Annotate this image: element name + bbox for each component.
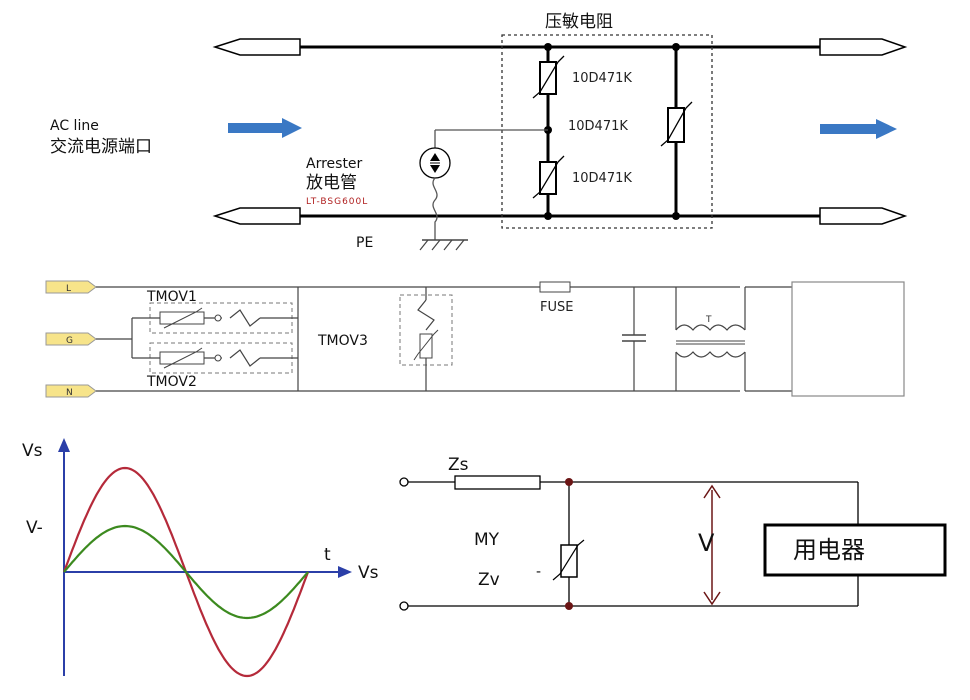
- vs-arrow-label: Vs: [358, 563, 379, 583]
- mov-mid-label: 10D471K: [568, 119, 628, 134]
- node-bottom: [565, 602, 573, 610]
- terminal-l-label: L: [66, 284, 71, 294]
- load-block: [791, 281, 905, 397]
- left-top-terminal: [212, 38, 301, 56]
- vs-axis-arrow-icon: [58, 438, 70, 452]
- mov-top-label: 10D471K: [572, 71, 632, 86]
- terminal-n-label: N: [66, 388, 73, 398]
- t-axis-label: t: [324, 545, 331, 565]
- panel-waveform: Vs V- t Vs: [22, 438, 379, 678]
- terminal-g: [45, 332, 97, 346]
- pe-label: PE: [356, 235, 373, 251]
- ac-line-label: AC line: [50, 118, 99, 134]
- v-label: V: [698, 529, 715, 557]
- zs-label: Zs: [448, 455, 469, 475]
- mov-bottom-label: 10D471K: [572, 171, 632, 186]
- choke-lower-coil: [675, 351, 746, 358]
- fuse: [539, 281, 571, 293]
- my-label: MY: [474, 530, 500, 550]
- load-device: [763, 523, 947, 577]
- transformer-label: T: [705, 315, 712, 325]
- panel-varistor-arrester: 压敏电阻 10D471K 10D471K 10D471K Arrester 放电…: [50, 12, 908, 251]
- v-minus-label: V-: [26, 518, 43, 538]
- arrester-cn-label: 放电管: [306, 173, 357, 193]
- ac-port-label: 交流电源端口: [50, 137, 152, 157]
- vs-axis-label: Vs: [22, 441, 43, 461]
- right-bottom-terminal: [819, 207, 908, 225]
- left-bottom-terminal: [212, 207, 301, 225]
- input-terminal-top: [399, 477, 409, 487]
- panel-equivalent-circuit: Zs MY Zv - V 用电器: [399, 455, 947, 611]
- source-impedance-zs: [454, 475, 541, 490]
- node-top: [565, 478, 573, 486]
- minus-label: -: [536, 564, 541, 580]
- terminal-n: [45, 384, 97, 398]
- zv-label: Zv: [478, 570, 500, 590]
- load-label: 用电器: [793, 536, 865, 564]
- arrester-label: Arrester: [306, 156, 363, 172]
- varistor-group-box: [501, 34, 713, 229]
- input-terminal-bottom: [399, 601, 409, 611]
- varistor-title: 压敏电阻: [545, 12, 613, 32]
- fuse-label: FUSE: [540, 300, 573, 315]
- output-arrow-icon: [820, 119, 897, 139]
- tmov3-label: TMOV3: [317, 333, 368, 349]
- terminal-g-label: G: [66, 336, 73, 346]
- tmov2-label: TMOV2: [146, 374, 197, 390]
- arrester-part-number: LT-BSG600L: [306, 197, 368, 207]
- right-top-terminal: [819, 38, 908, 56]
- ground-symbol: [419, 239, 468, 251]
- choke-upper-coil: [675, 324, 746, 331]
- time-axis-arrow-icon: [338, 566, 352, 578]
- input-arrow-icon: [228, 118, 302, 138]
- tmov1-label: TMOV1: [146, 289, 197, 305]
- terminal-l: [45, 280, 97, 294]
- clamped-voltage-curve: [63, 524, 309, 620]
- panel-tmov-circuit: L G N TMOV1 TMOV2: [45, 280, 905, 398]
